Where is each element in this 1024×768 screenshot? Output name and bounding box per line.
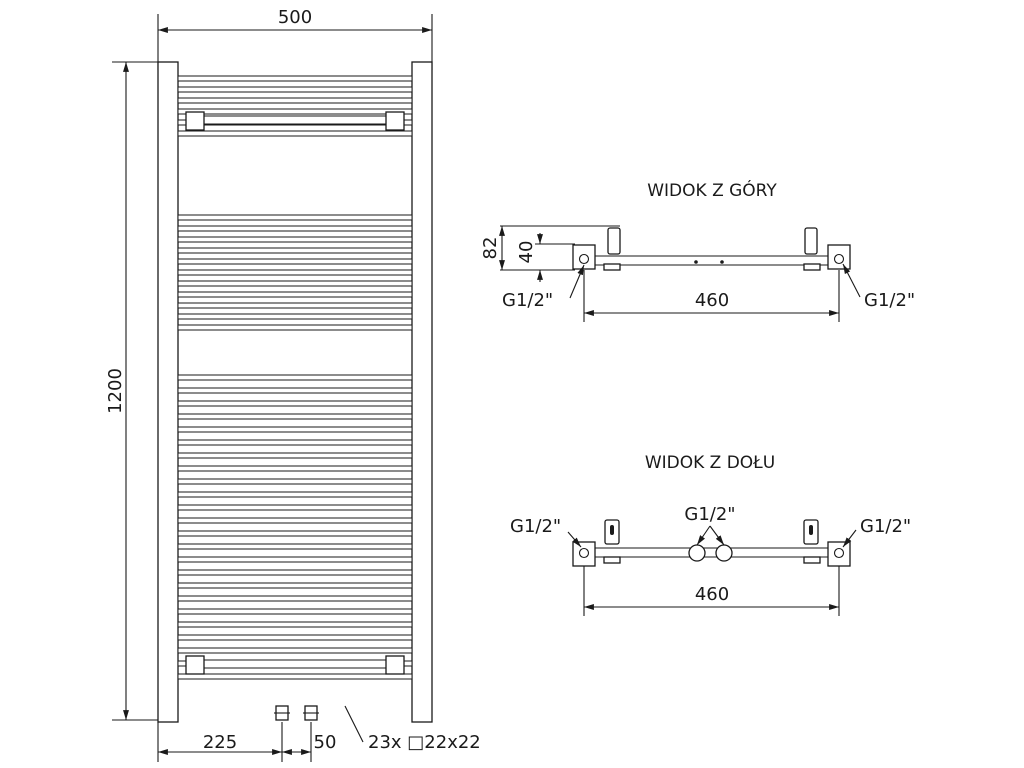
- bottom-view-left-block: [572, 541, 596, 567]
- horizontal-tube: [177, 608, 413, 615]
- top-view-right-foot: [803, 263, 821, 271]
- bottom-right-connector-label: G1/2": [860, 516, 911, 537]
- horizontal-tube: [177, 426, 413, 433]
- bottom-view-valve-left: [688, 544, 706, 562]
- top-view-left-foot: [603, 263, 621, 271]
- horizontal-tube: [177, 108, 413, 115]
- horizontal-tube: [177, 413, 413, 420]
- horizontal-tube: [177, 673, 413, 680]
- horizontal-tube: [177, 97, 413, 104]
- top-view-right-block: [827, 244, 851, 270]
- horizontal-tube: [177, 517, 413, 524]
- horizontal-tube: [177, 236, 413, 243]
- horizontal-tube: [177, 478, 413, 485]
- horizontal-tube: [177, 647, 413, 654]
- bottom-view-left-foot: [603, 556, 621, 564]
- horizontal-tube: [177, 324, 413, 331]
- bottom-center-leader-left: [696, 525, 711, 546]
- horizontal-tube: [177, 439, 413, 446]
- horizontal-tube: [177, 556, 413, 563]
- horizontal-tube: [177, 130, 413, 137]
- right-post: [411, 61, 433, 723]
- top-left-connector-label: G1/2": [502, 290, 553, 311]
- horizontal-tube: [177, 530, 413, 537]
- horizontal-tube: [177, 595, 413, 602]
- bottom-view-right-connector: [833, 547, 845, 559]
- top-left-connector-leader: [569, 264, 585, 299]
- bottom-center-leader-right: [709, 525, 725, 546]
- horizontal-tube: [177, 387, 413, 394]
- top-view-title: WIDOK Z GÓRY: [647, 179, 777, 201]
- mounting-bracket-top: [185, 111, 405, 131]
- horizontal-tube: [177, 634, 413, 641]
- horizontal-tube: [177, 465, 413, 472]
- bottom-view-title: WIDOK Z DOŁU: [645, 453, 775, 473]
- top-view-left-connector: [578, 253, 590, 265]
- offset-dimension-label: 40: [516, 241, 537, 264]
- horizontal-tube: [177, 504, 413, 511]
- horizontal-tube: [177, 621, 413, 628]
- front-view: 500 1200: [105, 7, 481, 762]
- horizontal-tube: [177, 543, 413, 550]
- top-view-left-block: [572, 244, 596, 270]
- bottom-view: WIDOK Z DOŁU G1/2" G1/2" G1/2" 460: [510, 453, 911, 616]
- top-view-right-bracket: [804, 227, 818, 255]
- bottom-right-connector-leader: [842, 529, 857, 548]
- bottom-view-valve-right: [715, 544, 733, 562]
- horizontal-tube: [177, 269, 413, 276]
- horizontal-tube: [177, 214, 413, 221]
- horizontal-tube: [177, 86, 413, 93]
- horizontal-tube: [177, 400, 413, 407]
- top-view-right-connector: [833, 253, 845, 265]
- bottom-left-connector-leader: [567, 531, 582, 548]
- tube-spec-label: 23x □22x22: [368, 732, 481, 753]
- top-width-label: 460: [695, 290, 729, 311]
- top-right-connector-label: G1/2": [864, 290, 915, 311]
- bottom-view-right-block: [827, 541, 851, 567]
- horizontal-tube: [177, 569, 413, 576]
- pipe-spacing-label: 50: [314, 732, 337, 753]
- bottom-center-connector-label: G1/2": [684, 504, 735, 525]
- bottom-valves: [274, 705, 319, 721]
- horizontal-tube: [177, 280, 413, 287]
- horizontal-tube: [177, 582, 413, 589]
- depth-dimension-label: 82: [480, 237, 501, 260]
- tube-spec-leader: [344, 705, 364, 743]
- horizontal-tube: [177, 313, 413, 320]
- top-view-main-bar: [591, 255, 833, 266]
- mounting-bracket-bottom: [185, 655, 405, 675]
- bottom-left-connector-label: G1/2": [510, 516, 561, 537]
- top-view: WIDOK Z GÓRY 82 40 G1/2" G1/2" 460: [480, 179, 915, 322]
- bottom-view-main-bar: [593, 547, 833, 558]
- bottom-view-left-connector: [578, 547, 590, 559]
- horizontal-tube: [177, 247, 413, 254]
- bottom-view-right-foot: [803, 556, 821, 564]
- horizontal-tubes: [177, 75, 413, 680]
- horizontal-tube: [177, 302, 413, 309]
- top-right-connector-leader: [842, 263, 861, 298]
- horizontal-tube: [177, 291, 413, 298]
- horizontal-tube: [177, 491, 413, 498]
- height-dimension-label: 1200: [105, 368, 126, 414]
- horizontal-tube: [177, 374, 413, 381]
- horizontal-tube: [177, 452, 413, 459]
- width-dimension-label: 500: [278, 7, 312, 28]
- top-view-left-bracket: [607, 227, 621, 255]
- horizontal-tube: [177, 258, 413, 265]
- left-post: [157, 61, 179, 723]
- bottom-width-label: 460: [695, 584, 729, 605]
- left-offset-label: 225: [203, 732, 237, 753]
- horizontal-tube: [177, 75, 413, 82]
- horizontal-tube: [177, 225, 413, 232]
